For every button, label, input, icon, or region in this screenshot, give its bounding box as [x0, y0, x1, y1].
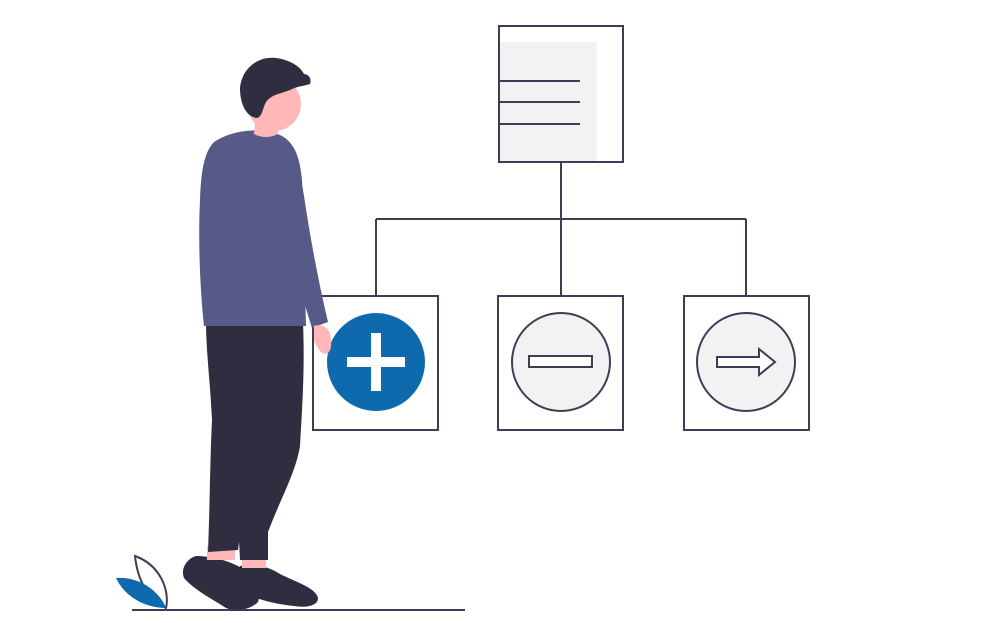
connector-lines [375, 162, 747, 296]
child-node-arrow[interactable] [683, 295, 810, 431]
hair [240, 57, 311, 118]
shoe-right [238, 565, 318, 607]
arrow-right-icon[interactable] [696, 312, 796, 412]
plus-icon[interactable] [327, 313, 425, 411]
person-figure [182, 57, 332, 610]
leaf-plant-icon [116, 554, 168, 610]
document-lines [499, 80, 580, 125]
arm-sleeve [278, 146, 328, 328]
hand [314, 325, 332, 354]
child-node-minus[interactable] [497, 295, 624, 431]
pants [206, 322, 304, 560]
minus-icon[interactable] [511, 312, 611, 412]
root-document-node [498, 25, 624, 163]
child-node-plus[interactable] [312, 295, 439, 431]
